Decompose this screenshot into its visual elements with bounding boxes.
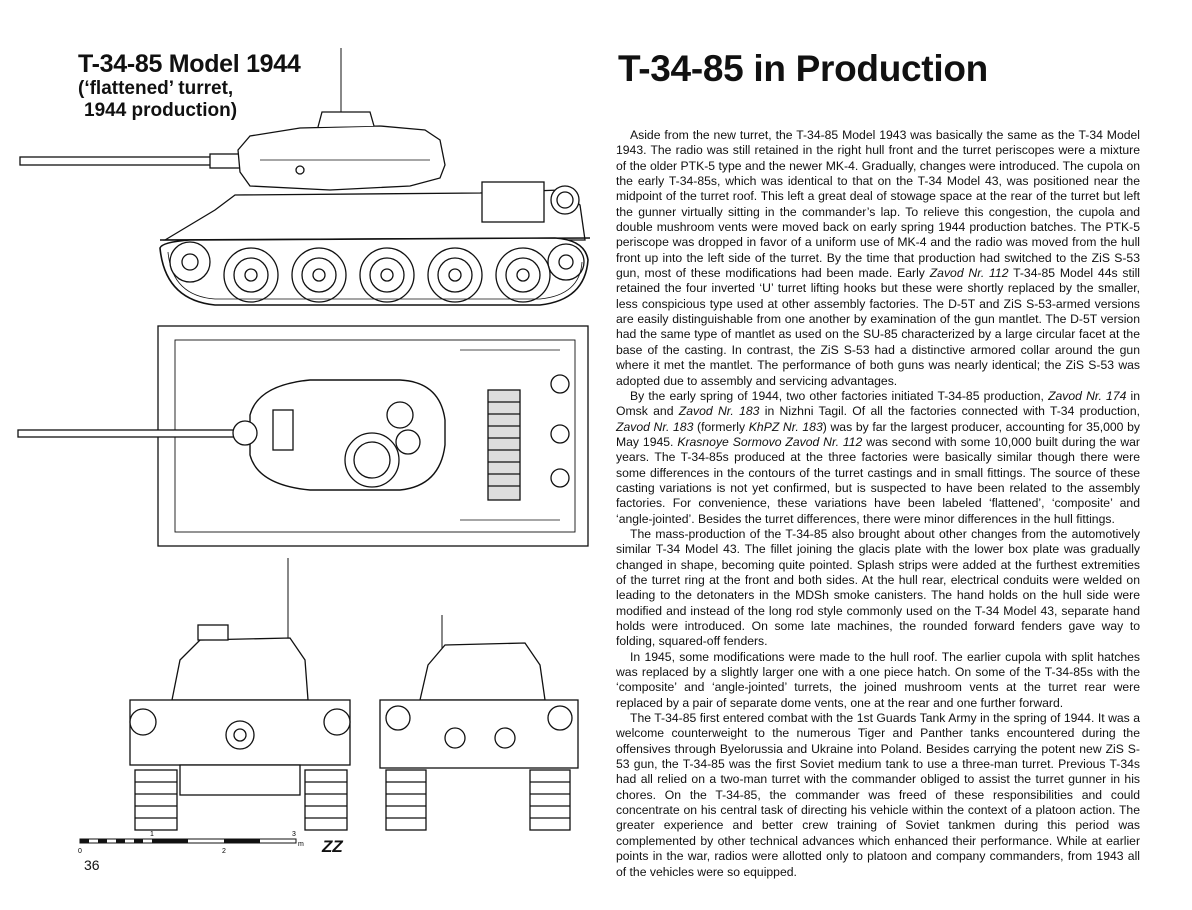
rear-view-drawing — [379, 615, 579, 831]
paragraph-text: ) was by far the largest producer, accou… — [616, 419, 1140, 449]
article-body: Aside from the new turret, the T-34-85 M… — [616, 128, 1140, 880]
scale-label-0: 0 — [78, 848, 82, 855]
scale-label-2: 2 — [222, 848, 226, 855]
article-paragraph: By the early spring of 1944, two other f… — [616, 389, 1140, 527]
paragraph-text: By the early spring of 1944, two other f… — [630, 388, 1049, 403]
scale-bar: 0 1 2 3 m — [78, 831, 304, 855]
drawing-title-main: T-34-85 Model 1944 — [78, 50, 301, 78]
article-paragraph: Aside from the new turret, the T-34-85 M… — [616, 128, 1140, 389]
italic-factory-name: Zavod Nr. 183 — [616, 419, 694, 434]
paragraph-text: (formerly — [693, 419, 749, 434]
front-view-drawing — [129, 558, 351, 831]
italic-factory-name: Zavod Nr. 112 — [929, 266, 1009, 281]
paragraph-text: Aside from the new turret, the T-34-85 M… — [616, 128, 1140, 281]
scale-label-3: 3 — [292, 831, 296, 838]
article-paragraph: The T-34-85 first entered combat with th… — [616, 711, 1140, 880]
article-paragraph: The mass-production of the T-34-85 also … — [616, 527, 1140, 650]
paragraph-text: was second with some 10,000 built during… — [616, 434, 1140, 526]
artist-mark: ZZ — [321, 837, 343, 856]
paragraph-text: The mass-production of the T-34-85 also … — [616, 526, 1140, 649]
paragraph-text: The T-34-85 first entered combat with th… — [616, 711, 1140, 879]
side-view-drawing — [19, 48, 591, 306]
drawing-title: T-34-85 Model 1944 (‘flattened’ turret, … — [78, 50, 301, 122]
scale-label-1: 1 — [150, 831, 154, 838]
paragraph-text: T-34-85 Model 44s still retained the fou… — [616, 266, 1141, 388]
top-view-drawing — [17, 325, 589, 547]
italic-factory-name: KhPZ Nr. 183 — [748, 419, 823, 434]
scale-unit: m — [298, 841, 304, 848]
italic-factory-name: Krasnoye Sormovo Zavod Nr. 112 — [677, 434, 863, 449]
paragraph-text: in Nizhni Tagil. Of all the factories co… — [759, 404, 1140, 419]
article-title: T-34-85 in Production — [618, 48, 988, 89]
italic-factory-name: Zavod Nr. 174 — [1048, 388, 1127, 403]
italic-factory-name: Zavod Nr. 183 — [678, 404, 760, 419]
paragraph-text: In 1945, some modifications were made to… — [616, 649, 1140, 710]
drawing-title-sub2: 1944 production) — [84, 100, 238, 121]
article-paragraph: In 1945, some modifications were made to… — [616, 650, 1140, 711]
paragraph-text: in Omsk and — [616, 388, 1141, 419]
page-number: 36 — [84, 857, 100, 873]
drawing-title-sub1: (‘flattened’ turret, — [78, 78, 234, 99]
